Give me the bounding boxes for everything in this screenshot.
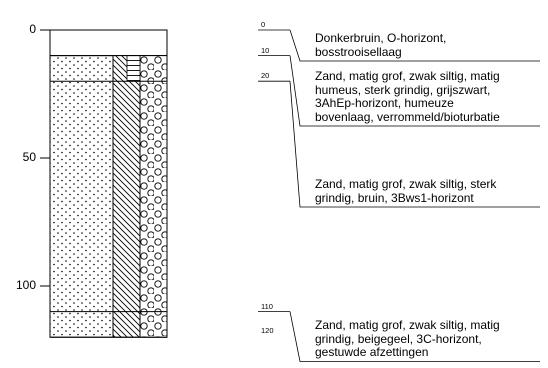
description-line: Zand, matig grof, zwak siltig, matig	[315, 70, 500, 84]
gravel-pattern-L3	[140, 81, 167, 311]
silt-pattern-L3	[113, 81, 140, 311]
layer-bottom-depth-label: 120	[261, 326, 274, 335]
layer-description-L1: Donkerbruin, O-horizont,bosstrooisellaag	[315, 32, 446, 59]
depth-tick-label: 100	[6, 278, 36, 292]
depth-tick-label: 50	[6, 150, 36, 164]
depth-tick-label: 0	[6, 22, 36, 36]
description-line: Zand, matig grof, zwak siltig, sterk	[315, 178, 496, 192]
gravel-pattern-L4	[140, 312, 167, 338]
sand-pattern-L3	[50, 81, 113, 311]
description-line: humeus, sterk grindig, grijszwart,	[315, 84, 500, 98]
description-line: Zand, matig grof, zwak siltig, matig	[315, 319, 500, 333]
humus-pattern-L2	[127, 56, 140, 82]
description-line: 3AhEp-horizont, humeuze	[315, 97, 500, 111]
layer-top-depth-label: 10	[261, 46, 269, 55]
layer-block-L1	[50, 30, 167, 56]
silt-pattern-L4	[113, 312, 140, 338]
sand-pattern-L4	[50, 312, 113, 338]
description-line: bosstrooisellaag	[315, 46, 446, 60]
layer-top-depth-label: 20	[261, 71, 269, 80]
description-line: Donkerbruin, O-horizont,	[315, 32, 446, 46]
description-line: gestuwde afzettingen	[315, 346, 500, 360]
description-line: grindig, beigegeel, 3C-horizont,	[315, 333, 500, 347]
sand-pattern-L2	[50, 56, 113, 82]
layer-top-depth-label: 110	[261, 302, 273, 311]
layer-top-depth-label: 0	[261, 20, 265, 29]
gravel-pattern-L2	[140, 56, 167, 82]
description-line: bovenlaag, verrommeld/bioturbatie	[315, 111, 500, 125]
description-line: grindig, bruin, 3Bws1-horizont	[315, 192, 496, 206]
